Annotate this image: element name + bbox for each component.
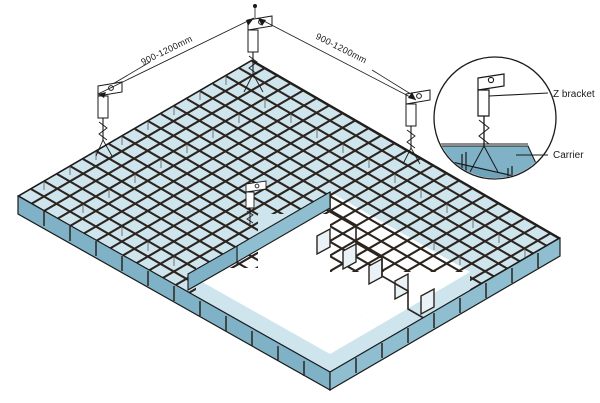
callout-carrier: Carrier [516, 150, 584, 161]
stepped-edge [316, 192, 435, 325]
callout-z-bracket: Z bracket [488, 89, 595, 100]
dimension-label-left: 900-1200mm [139, 34, 194, 68]
dimension-left [97, 17, 255, 98]
hanger-field [245, 180, 267, 224]
callout-label-z-bracket: Z bracket [553, 89, 595, 100]
detail-magnifier [433, 56, 557, 180]
callout-label-carrier: Carrier [553, 150, 584, 161]
dimension-label-right: 900-1200mm [314, 31, 368, 65]
opening-fascia [187, 191, 331, 291]
dimension-right [257, 17, 417, 101]
perimeter-fascia [17, 59, 561, 392]
ceiling-deck [17, 59, 561, 392]
callouts: Z bracket Carrier [488, 89, 595, 161]
